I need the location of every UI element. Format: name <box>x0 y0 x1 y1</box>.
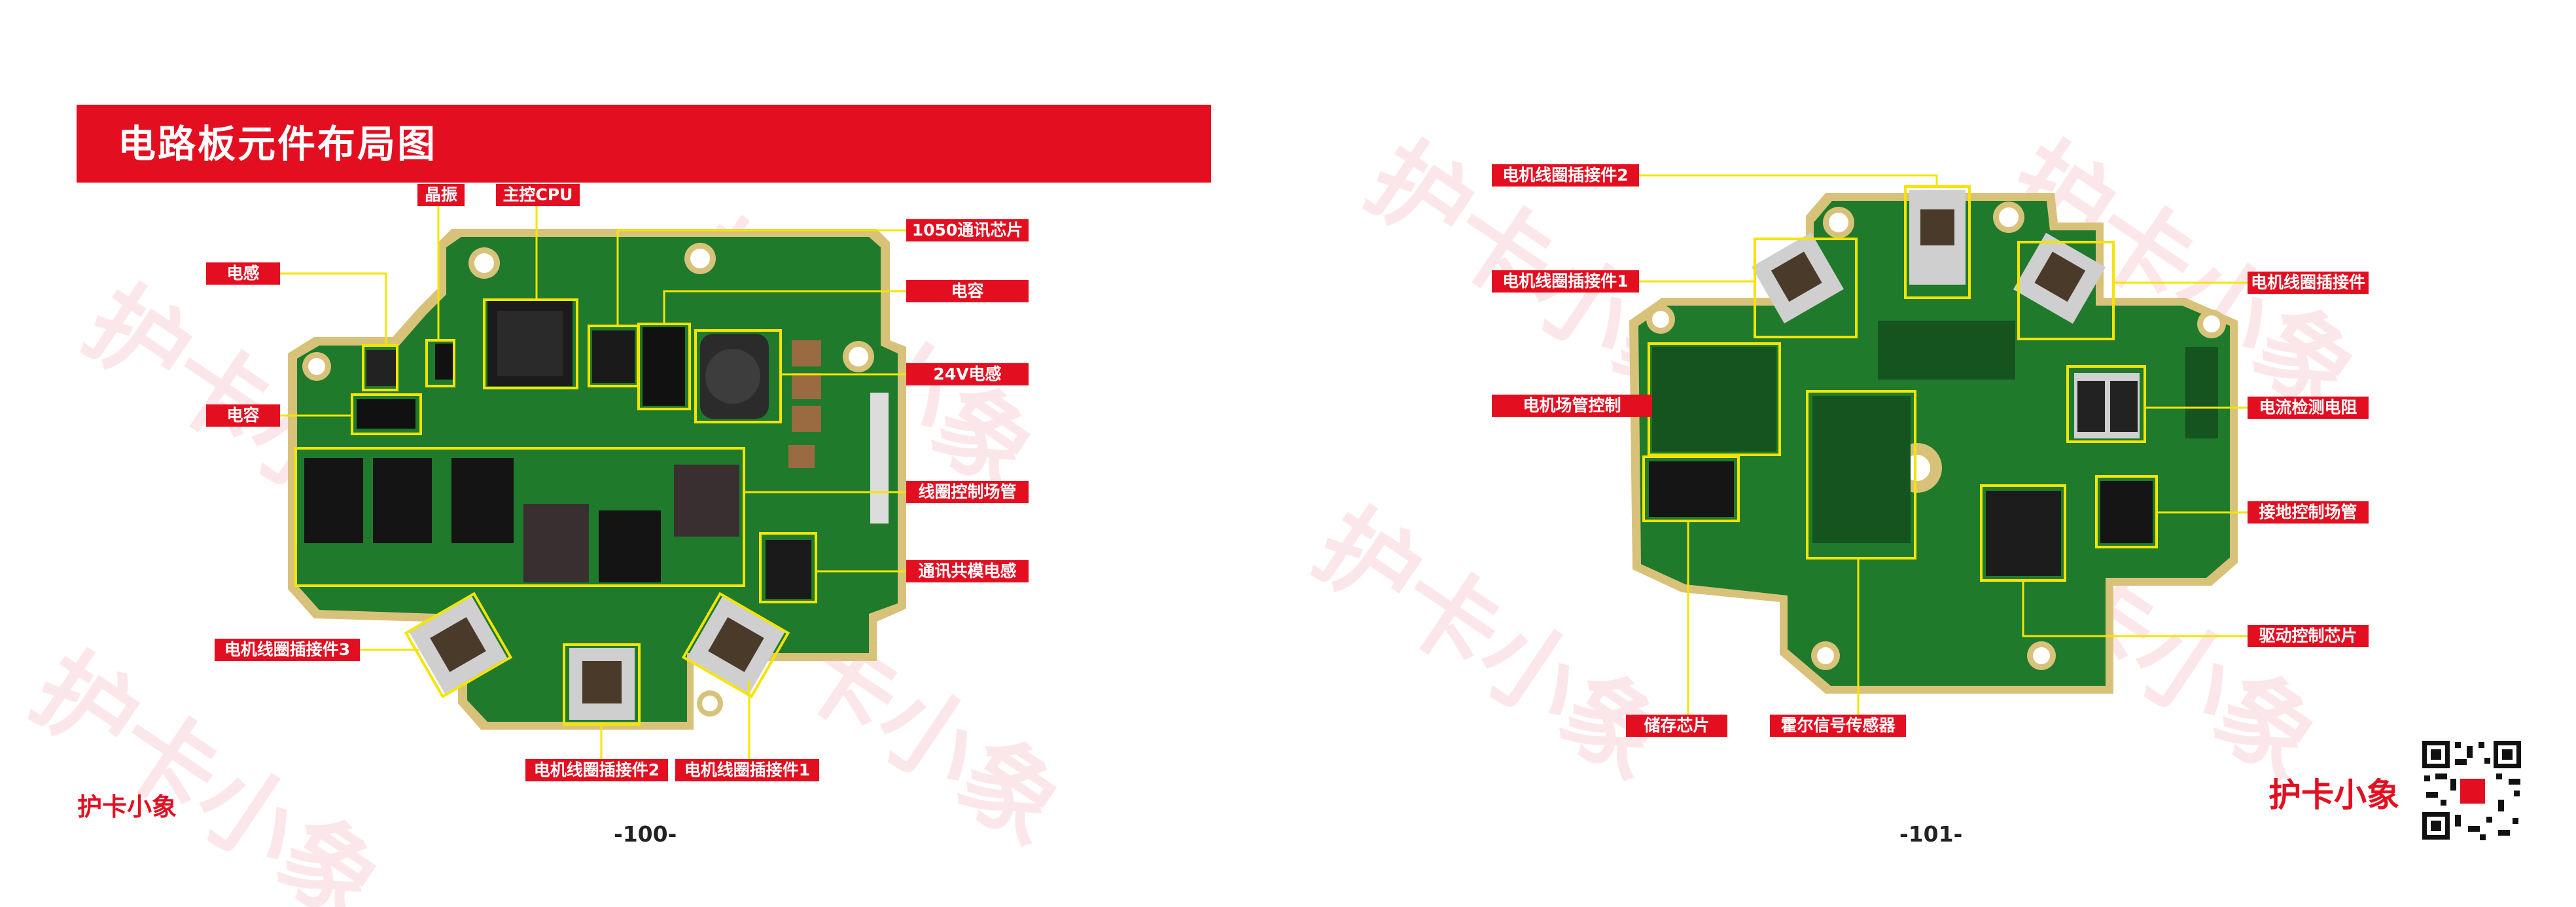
label-driver-chip: 驱动控制芯片 <box>2248 625 2369 647</box>
label-coil-connector-1-left: 电机线圈插接件1 <box>675 759 819 781</box>
left-leader-lines <box>280 206 906 759</box>
label-ground-mosfet: 接地控制场管 <box>2248 501 2369 524</box>
connector-2-right <box>1909 190 1966 285</box>
label-current-sense-resistor: 电流检测电阻 <box>2248 397 2369 419</box>
connector-right <box>2013 232 2106 324</box>
connector-1-left <box>686 595 786 694</box>
label-coil-connector-3: 电机线圈插接件3 <box>215 639 360 661</box>
label-inductor: 电感 <box>206 262 280 285</box>
label-capacitor-left: 电容 <box>206 404 280 427</box>
label-inductor-24v: 24V电感 <box>906 363 1029 385</box>
label-coil-connector-2-left: 电机线圈插接件2 <box>525 759 668 781</box>
right-leader-lines <box>1639 174 2248 715</box>
page-number-left: -100- <box>614 821 677 847</box>
label-memory-chip: 储存芯片 <box>1626 715 1727 737</box>
label-coil-connector-right: 电机线圈插接件 <box>2248 272 2369 294</box>
label-capacitor-right: 电容 <box>906 280 1029 302</box>
right-pcb <box>1629 190 2238 694</box>
label-motor-mosfet: 电机场管控制 <box>1492 395 1652 417</box>
label-can-transceiver: 1050通讯芯片 <box>906 219 1029 241</box>
label-coil-connector-2-right: 电机线圈插接件2 <box>1492 164 1639 187</box>
label-common-mode-choke: 通讯共模电感 <box>906 560 1029 582</box>
left-pcb <box>288 229 906 730</box>
label-coil-connector-1-right: 电机线圈插接件1 <box>1492 270 1639 293</box>
label-crystal: 晶振 <box>417 184 465 206</box>
connector-1-right <box>1751 232 1844 324</box>
label-coil-mosfet: 线圈控制场管 <box>906 481 1029 503</box>
connector-3 <box>408 595 508 694</box>
connector-2-left <box>569 648 635 720</box>
label-hall-sensor: 霍尔信号传感器 <box>1770 715 1906 737</box>
qr-code-icon <box>2421 739 2522 841</box>
title-bar <box>77 105 1211 183</box>
page-number-right: -101- <box>1899 821 1963 847</box>
brand-logo-right: 护卡小象 <box>2268 776 2399 814</box>
page-title: 电路板元件布局图 <box>118 122 438 166</box>
label-main-cpu: 主控CPU <box>496 184 580 206</box>
brand-logo-left: 护卡小象 <box>77 792 177 821</box>
